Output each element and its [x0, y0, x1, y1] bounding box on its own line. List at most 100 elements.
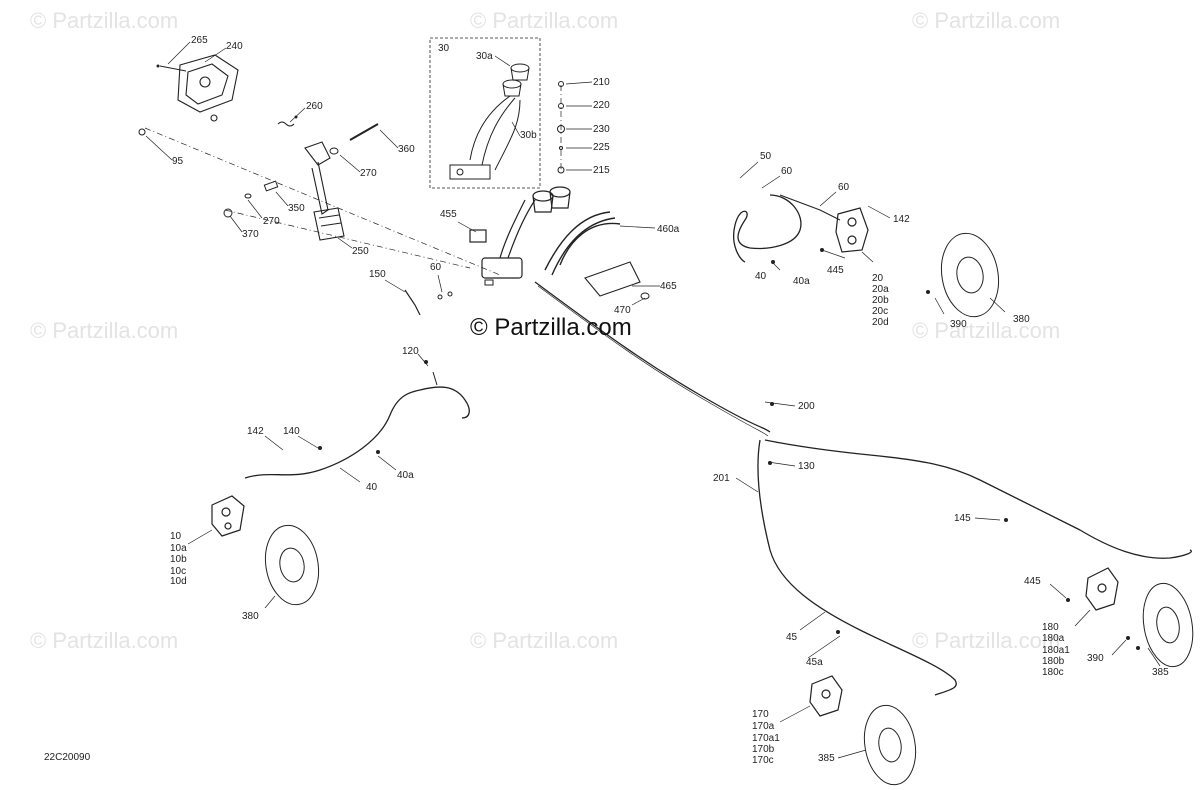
callout-30b: 30b [520, 130, 537, 141]
callout-20c: 20c [872, 306, 889, 317]
callout-201: 201 [713, 473, 730, 484]
callout-10c: 10c [170, 566, 187, 577]
callout-140: 140 [283, 426, 300, 437]
callout-460a: 460a [657, 224, 680, 235]
pedal-bracket [159, 54, 239, 122]
callout-10d: 10d [170, 576, 187, 587]
center-watermark: © Partzilla.com [470, 314, 632, 341]
master-cylinder [469, 186, 571, 279]
rear-left-disc [863, 704, 917, 786]
callout-240: 240 [226, 41, 243, 52]
callout-40a-front-right: 40a [793, 276, 810, 287]
callout-180a: 180a [1042, 633, 1065, 644]
callout-220: 220 [593, 100, 610, 111]
callout-95: 95 [172, 156, 184, 167]
callout-40a-front-left: 40a [397, 470, 414, 481]
callout-180a1: 180a1 [1042, 645, 1070, 656]
callout-455: 455 [440, 209, 457, 220]
callout-30a: 30a [476, 51, 493, 62]
callout-20d: 20d [872, 317, 889, 328]
callout-10: 10 [170, 531, 182, 542]
callout-210: 210 [593, 77, 610, 88]
callout-20a: 20a [872, 284, 889, 295]
callout-225: 225 [593, 142, 610, 153]
callout-385-rear-left: 385 [818, 753, 835, 764]
callout-145: 145 [954, 513, 971, 524]
watermark-bottom-center: © Partzilla.com [470, 628, 619, 653]
front-left-caliper [211, 495, 245, 537]
callout-350: 350 [288, 203, 305, 214]
watermark-top-right: © Partzilla.com [912, 8, 1061, 33]
callout-445-rear: 445 [1024, 576, 1041, 587]
callout-170b: 170b [752, 744, 775, 755]
callout-180c: 180c [1042, 667, 1064, 678]
callout-20: 20 [872, 273, 884, 284]
callout-45a: 45a [806, 657, 823, 668]
callout-142-left: 142 [247, 426, 264, 437]
watermark-bottom-left: © Partzilla.com [30, 628, 179, 653]
diagram-code: 22C20090 [44, 752, 91, 763]
callout-130: 130 [798, 461, 815, 472]
callout-142-right: 142 [893, 214, 910, 225]
callout-180: 180 [1042, 622, 1059, 633]
front-left-disc [264, 524, 320, 606]
callout-170a: 170a [752, 721, 775, 732]
front-right-line [733, 194, 841, 263]
rear-right-caliper [1085, 567, 1119, 611]
main-brake-line [534, 281, 771, 433]
callout-265: 265 [191, 35, 208, 46]
callout-20b: 20b [872, 295, 889, 306]
callout-360: 360 [398, 144, 415, 155]
callout-180b: 180b [1042, 656, 1065, 667]
callout-270-lower: 270 [263, 216, 280, 227]
callout-465: 465 [660, 281, 677, 292]
callout-370: 370 [242, 229, 259, 240]
watermark-top-center: © Partzilla.com [470, 8, 619, 33]
front-right-disc [940, 232, 1000, 318]
callout-120: 120 [402, 346, 419, 357]
callout-250: 250 [352, 246, 369, 257]
callout-150: 150 [369, 269, 386, 280]
reservoir-kit [449, 63, 530, 180]
callout-30: 30 [438, 43, 450, 54]
callout-170: 170 [752, 709, 769, 720]
assembly-line-pedal-lower [224, 209, 471, 269]
callout-60-upper-right: 60 [781, 166, 793, 177]
reservoir-kit-frame [429, 37, 541, 189]
watermark-top-left: © Partzilla.com [30, 8, 179, 33]
callout-60-right: 60 [838, 182, 850, 193]
brake-lines-460a [544, 211, 621, 276]
watermark-mid-left: © Partzilla.com [30, 318, 179, 343]
callout-10a: 10a [170, 543, 187, 554]
watermark-mid-right: © Partzilla.com [912, 318, 1061, 343]
callout-45: 45 [786, 632, 798, 643]
callout-40-front-right: 40 [755, 271, 767, 282]
callout-260: 260 [306, 101, 323, 112]
callout-390-rear: 390 [1087, 653, 1104, 664]
callout-40-front-left: 40 [366, 482, 378, 493]
rear-right-disc [1142, 582, 1194, 668]
brake-pedal [304, 141, 345, 241]
callout-380-front-left: 380 [242, 611, 259, 622]
assembly-line-pedal [144, 127, 501, 276]
callout-170c: 170c [752, 755, 774, 766]
fastener-stack [557, 81, 565, 174]
callout-470: 470 [614, 305, 631, 316]
callout-215: 215 [593, 165, 610, 176]
front-right-caliper [835, 207, 869, 253]
watermark-bottom-right: © Partzilla.com [912, 628, 1061, 653]
callout-380-front-right: 380 [1013, 314, 1030, 325]
callout-270-upper: 270 [360, 168, 377, 179]
callout-200: 200 [798, 401, 815, 412]
callout-60-left: 60 [430, 262, 442, 273]
callout-10b: 10b [170, 554, 187, 565]
callout-230: 230 [593, 124, 610, 135]
front-left-line [244, 386, 470, 479]
callout-385-rear-right: 385 [1152, 667, 1169, 678]
rear-right-line [764, 439, 1192, 559]
callout-50: 50 [760, 151, 772, 162]
rear-left-line [757, 439, 957, 696]
callout-445-front: 445 [827, 265, 844, 276]
callout-170a1: 170a1 [752, 733, 780, 744]
